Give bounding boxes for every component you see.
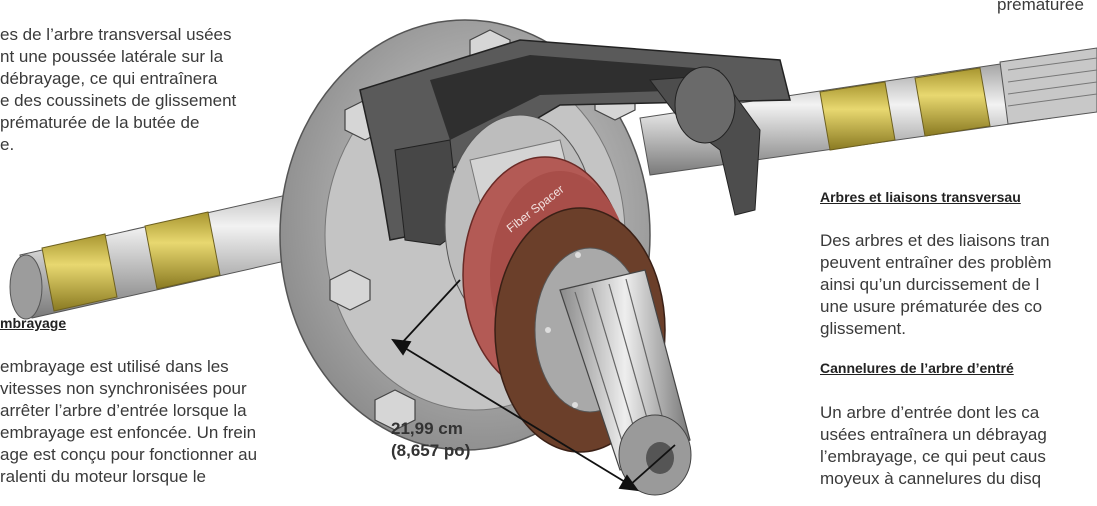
- top-right-fragment: prématurée: [997, 0, 1084, 14]
- splined-input-shaft: [559, 269, 692, 496]
- measurement-arrow: [391, 279, 676, 492]
- release-yoke: [359, 39, 791, 246]
- right-heading-cannelures: Cannelures de l’arbre d’entré: [820, 360, 1014, 376]
- right-heading-arbres: Arbres et liaisons transversau: [820, 189, 1021, 205]
- left-heading-embrayage: mbrayage: [0, 315, 67, 331]
